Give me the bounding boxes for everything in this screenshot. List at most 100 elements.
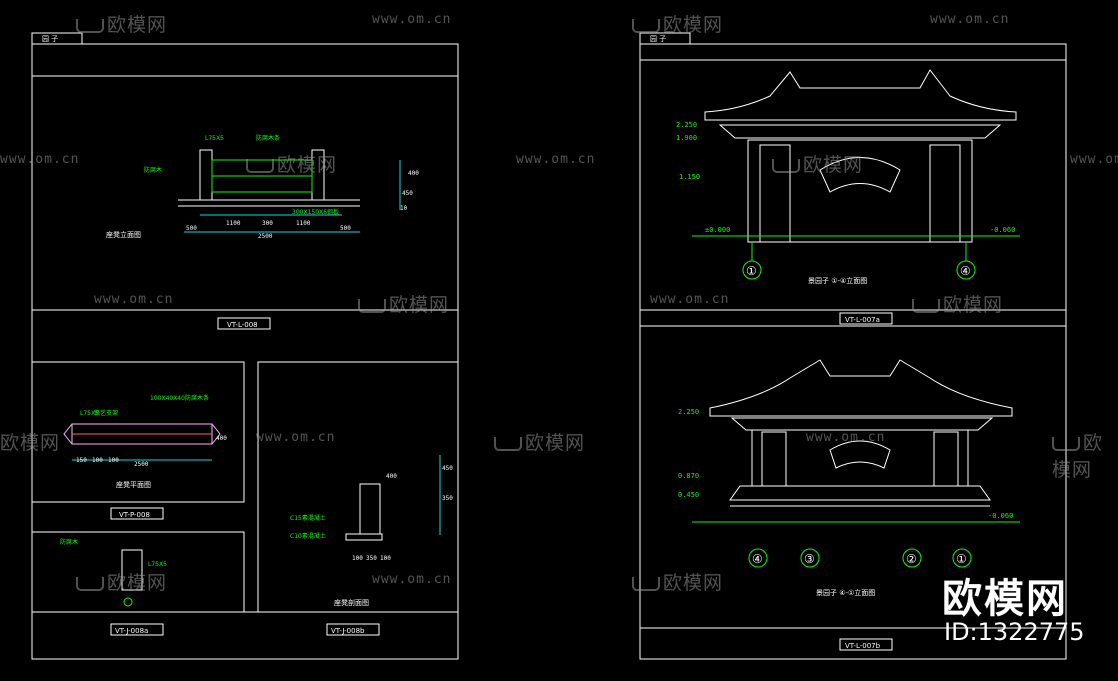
- elevation-level-label: 1.150: [679, 173, 700, 181]
- elevation-2-title: 景园子 ④-①立面图: [816, 588, 875, 597]
- watermark-logo: 欧模网: [772, 150, 863, 177]
- elevation-2-ref: VT-L-007b: [845, 642, 881, 650]
- left-sheet: [31, 32, 459, 660]
- elevation-1-title: 景园子 ①-④立面图: [808, 276, 867, 285]
- annotation-label: 铁艺支架: [94, 409, 118, 417]
- sofa-icon: [912, 298, 940, 313]
- dimension-label: 100: [92, 457, 103, 464]
- watermark-url: www.om.cn: [516, 152, 596, 167]
- left-sheet-frame: [31, 43, 459, 660]
- sheet-ref-1: VT-L-008: [227, 321, 258, 329]
- section-title: 座凳剖面图: [334, 598, 369, 607]
- sheet-ref-2: VT-P-008: [119, 511, 150, 519]
- watermark-logo: 欧模网: [246, 150, 337, 177]
- annotation-label: 300X150X6钢板: [292, 208, 339, 216]
- watermark-logo: 欧模网: [0, 432, 61, 454]
- annotation-label: 防腐木: [60, 538, 78, 546]
- sofa-icon: [358, 298, 386, 313]
- annotation-label: C10素混凝土: [290, 532, 326, 540]
- annotation-label: L75X5: [80, 410, 99, 417]
- watermark-logo: 欧模网: [76, 568, 167, 595]
- dimension-label: 1100: [296, 220, 311, 227]
- watermark-logo: 欧模网: [632, 568, 723, 595]
- detail-b-ref: VT-J-008b: [331, 627, 365, 635]
- pavilion-elevation-1: [692, 69, 1020, 243]
- elevation-level-label: 0.450: [678, 491, 699, 499]
- elevation-level-label: -0.060: [988, 512, 1013, 520]
- annotation-label: 防腐木条: [256, 134, 280, 142]
- sofa-icon: [246, 158, 274, 173]
- dimension-label: 350: [442, 495, 453, 502]
- dimension-label: 100: [352, 555, 363, 562]
- watermark-logo: 欧模网: [76, 10, 167, 37]
- sofa-icon: [76, 18, 104, 33]
- watermark-url: www.om.cn: [930, 12, 1010, 27]
- watermark-url: www.om.cn: [806, 430, 886, 445]
- dimension-label: 350: [366, 555, 377, 562]
- sheet-ref-box-1: [217, 317, 271, 330]
- brand-logo-text: 欧模网: [942, 576, 1068, 622]
- dimension-label: 400: [216, 435, 227, 442]
- dimension-label: 2500: [258, 233, 273, 240]
- watermark-url: www.om.cn: [94, 292, 174, 307]
- dimension-label: 300: [262, 220, 273, 227]
- sofa-icon: [632, 576, 660, 591]
- dimension-label: 450: [442, 465, 453, 472]
- dimension-label: 100: [108, 457, 119, 464]
- dimension-label: 1100: [226, 220, 241, 227]
- annotation-label: L75X5: [205, 135, 224, 142]
- pavilion-axis-markers-2: [748, 548, 972, 568]
- pavilion-axis-markers-1: [742, 242, 976, 280]
- elevation-level-label: ±0.000: [705, 226, 730, 234]
- sofa-icon: [1052, 436, 1080, 451]
- dimension-label: 400: [386, 473, 397, 480]
- dimension-label: 500: [186, 225, 197, 232]
- watermark-url: www.om.cn: [650, 292, 730, 307]
- dimension-label: 400: [408, 170, 419, 177]
- annotation-label: 防腐木: [144, 166, 162, 174]
- pavilion-elevation-2: [692, 359, 1020, 523]
- watermark-url: www.om.cn: [1070, 152, 1118, 167]
- annotation-label: C15素混凝土: [290, 514, 326, 522]
- watermark-logo: 欧模网: [1052, 432, 1104, 481]
- bench-elevation: [178, 149, 401, 233]
- sofa-icon: [632, 18, 660, 33]
- model-id: ID:1322775: [944, 618, 1085, 646]
- watermark-logo: 欧模网: [358, 290, 449, 317]
- annotation-label: 100X40X40防腐木条: [150, 394, 209, 402]
- sofa-icon: [772, 158, 800, 173]
- plan-title: 座凳平面图: [116, 480, 151, 489]
- bench-plan: [63, 423, 221, 461]
- bench-section: [345, 455, 441, 541]
- watermark-url: www.om.cn: [372, 572, 452, 587]
- watermark-logo: 欧模网: [494, 428, 585, 455]
- sofa-icon: [76, 576, 104, 591]
- elevation-title: 座凳立面图: [106, 230, 141, 239]
- sheet-ref-box-5: [839, 312, 893, 325]
- watermark-url: www.om.cn: [0, 152, 80, 167]
- axis-label: ④: [752, 552, 763, 566]
- sheet-ref-box-6: [839, 638, 893, 651]
- sofa-icon: [494, 436, 522, 451]
- watermark-logo: 欧模网: [632, 10, 723, 37]
- left-sheet-tab-text: 园 子: [42, 35, 58, 43]
- dimension-label: 10: [400, 205, 408, 212]
- dimension-label: 2500: [134, 461, 149, 468]
- watermark-url: www.om.cn: [372, 12, 452, 27]
- right-sheet-tab: [639, 32, 691, 45]
- sheet-ref-box-4: [326, 623, 380, 636]
- axis-label: ①: [746, 264, 757, 278]
- sheet-ref-box-3: [110, 623, 164, 636]
- elevation-level-label: 0.870: [678, 472, 699, 480]
- dimension-label: 100: [380, 555, 391, 562]
- dimension-label: 450: [402, 190, 413, 197]
- annotation-label: L75X5: [148, 561, 167, 568]
